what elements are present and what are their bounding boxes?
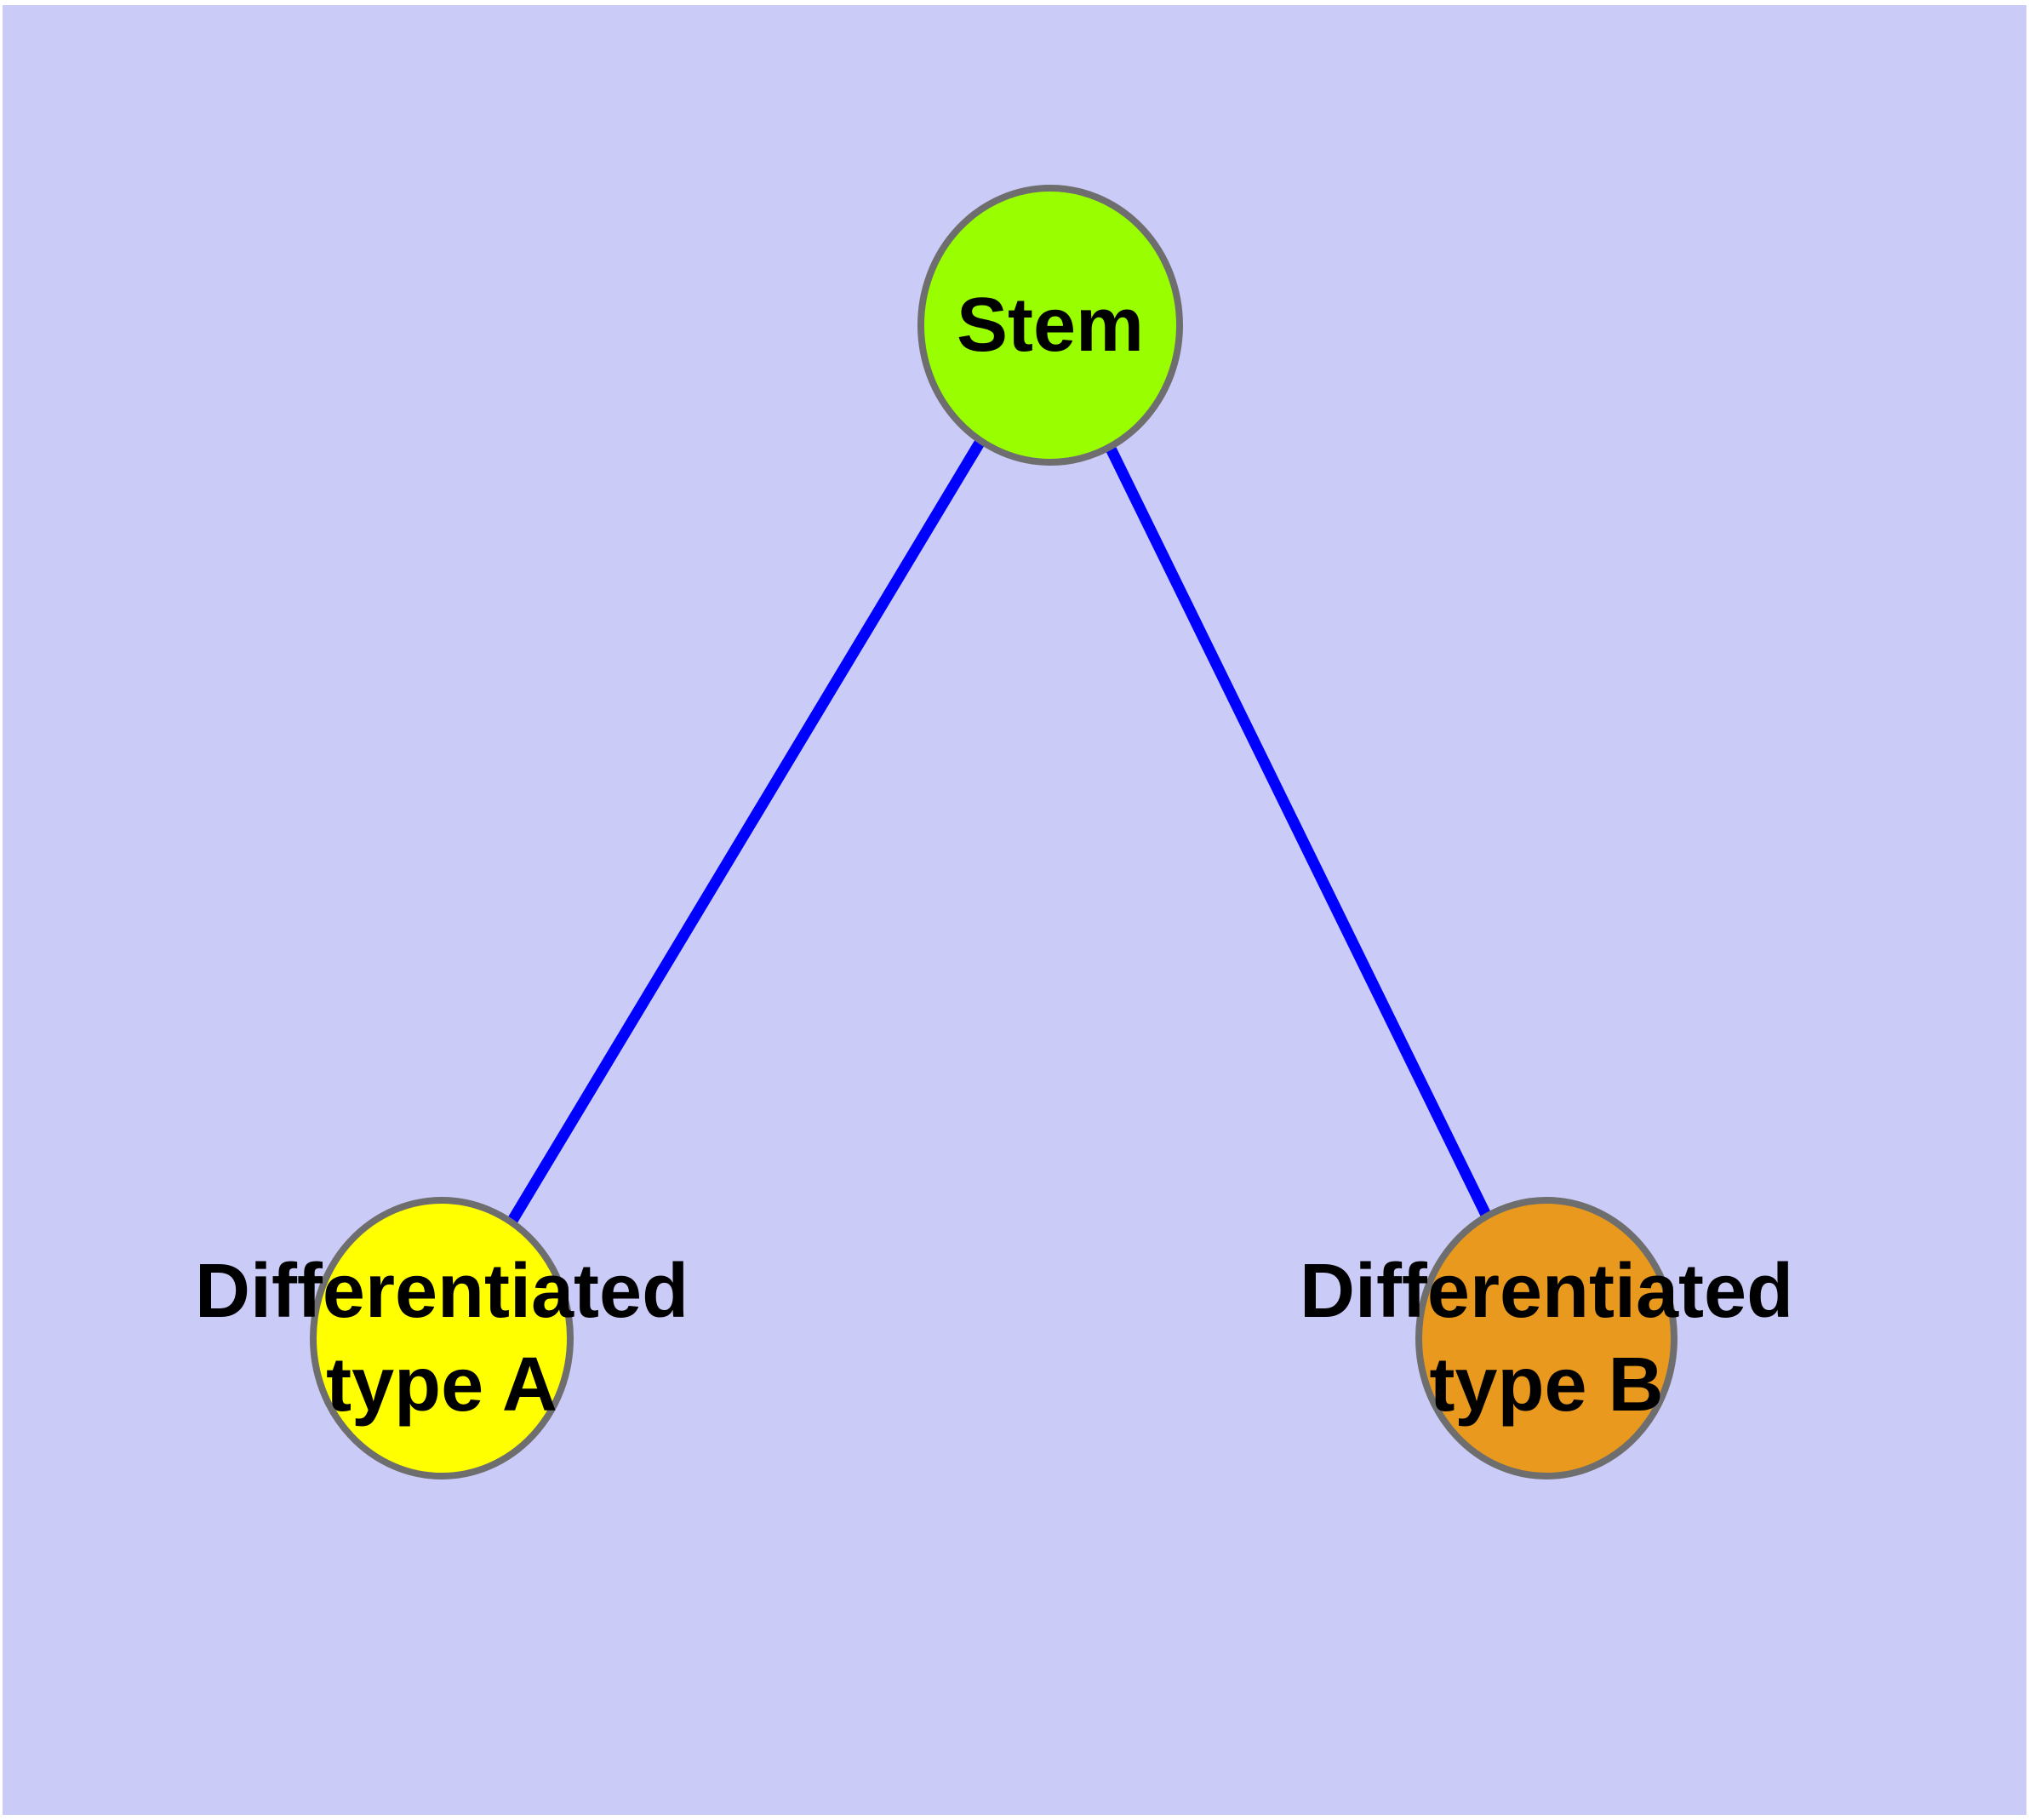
node-differentiated-type-a [310, 1197, 574, 1479]
node-stem [917, 185, 1183, 466]
edge-stem-to-type-a [437, 322, 1055, 1342]
edge-stem-to-type-b [1045, 323, 1552, 1341]
node-differentiated-type-b [1415, 1197, 1677, 1479]
